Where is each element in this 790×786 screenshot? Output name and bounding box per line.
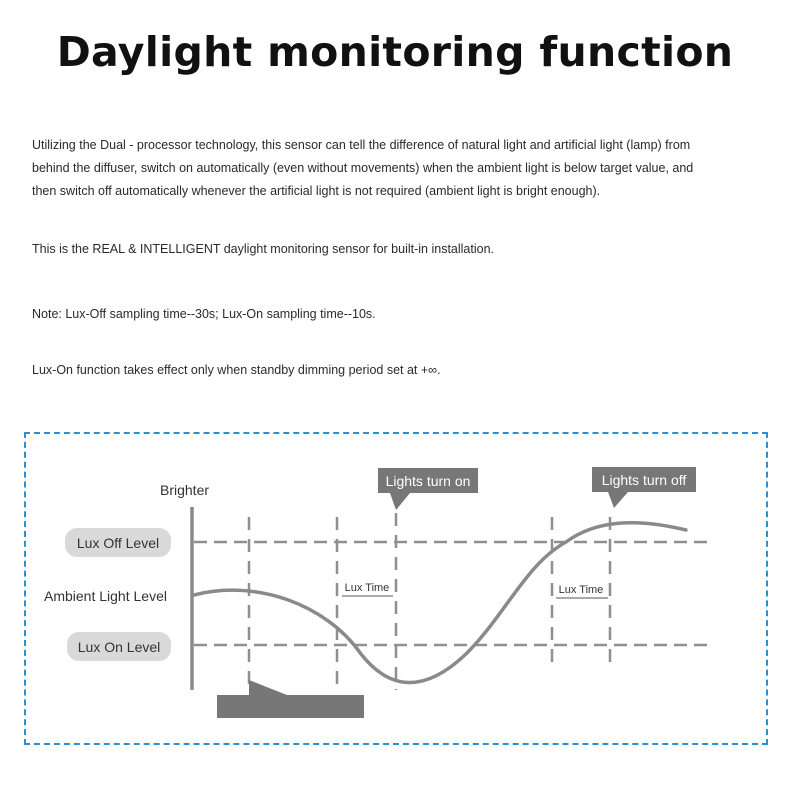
lights-turn-off-label: Lights turn off — [602, 472, 687, 488]
lights-turn-on-label: Lights turn on — [386, 473, 471, 489]
lights-turn-off-callout — [592, 467, 696, 492]
lux-off-level-pill — [65, 528, 171, 557]
lights-turn-on-pointer — [390, 493, 410, 510]
diagram-canvas: Brighter Lux Off Level Ambient Light Lev… — [44, 467, 714, 718]
lux-on-level-pill — [67, 632, 171, 661]
page-title: Daylight monitoring function — [56, 28, 734, 76]
description-paragraph: Utilizing the Dual - processor technolog… — [32, 138, 694, 198]
ambient-light-level-label: Ambient Light Level — [44, 588, 167, 604]
lux-on-note: Lux-On function takes effect only when s… — [32, 363, 441, 377]
output-timing-shape — [217, 680, 364, 718]
lux-time-label-2: Lux Time — [559, 584, 604, 596]
lights-turn-off-pointer — [608, 492, 628, 508]
daylight-diagram: Brighter Lux Off Level Ambient Light Lev… — [24, 432, 768, 745]
intelligent-sensor-paragraph: This is the REAL & INTELLIGENT daylight … — [32, 242, 495, 256]
brighter-label: Brighter — [160, 482, 209, 498]
sampling-note: Note: Lux-Off sampling time--30s; Lux-On… — [32, 307, 376, 321]
lux-time-bg-2 — [555, 581, 608, 597]
lux-on-level-label: Lux On Level — [78, 639, 161, 655]
lux-off-level-label: Lux Off Level — [77, 535, 159, 551]
lux-time-label-1: Lux Time — [345, 582, 390, 594]
lights-turn-on-callout — [378, 468, 478, 493]
ambient-light-curve — [192, 520, 688, 685]
lux-time-bg-1 — [341, 579, 393, 595]
